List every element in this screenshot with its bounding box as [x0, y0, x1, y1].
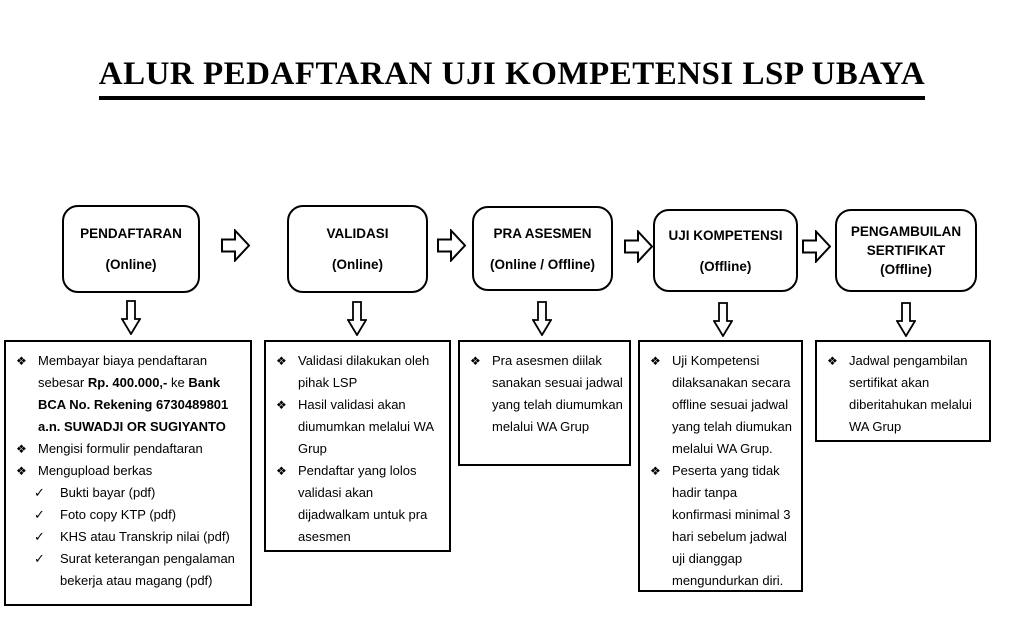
bullet-item: ❖ Hasil validasi akan diumumkan melalui … [272, 394, 445, 460]
detail-box-validasi: ❖ Validasi dilakukan oleh pihak LSP ❖ Ha… [264, 340, 451, 552]
stage-label: UJI KOMPETENSI [668, 227, 783, 243]
stage-label: PRA ASESMEN [493, 225, 592, 241]
diamond-bullet-icon: ❖ [650, 354, 661, 368]
stage-box-validasi: VALIDASI (Online) [287, 205, 428, 293]
bullet-item-text: Pra asesmen diilak sanakan sesuai jadwal… [492, 353, 623, 434]
down-arrow-icon [347, 301, 367, 336]
stage-mode-label: (Offline) [699, 258, 752, 274]
down-arrow-icon [532, 301, 552, 336]
diamond-bullet-icon: ❖ [276, 398, 287, 412]
stage-label: SERTIFIKAT [866, 243, 946, 258]
check-item: ✓ Foto copy KTP (pdf) [12, 504, 246, 526]
stage-mode-label: (Online) [332, 257, 383, 272]
bullet-item-text: Mengupload berkas [38, 463, 153, 478]
bullet-item-text: Validasi dilakukan oleh pihak LSP [298, 353, 430, 390]
page-title: ALUR PEDAFTARAN UJI KOMPETENSI LSP UBAYA [98, 56, 926, 100]
stage-mode-label: (Offline) [880, 262, 932, 277]
checkmark-icon: ✓ [34, 551, 45, 566]
bullet-item-text: Peserta yang tidak hadir tanpa konfirmas… [672, 463, 791, 588]
bullet-item: ❖ Mengupload berkas [12, 460, 246, 482]
stage-box-pengambilan-sertifikat: PENGAMBUILAN SERTIFIKAT (Offline) [835, 209, 977, 292]
stage-box-uji-kompetensi: UJI KOMPETENSI (Offline) [653, 209, 798, 292]
bullet-item: ❖ Jadwal pengambilan sertifikat akan dib… [823, 350, 985, 438]
flow-arrow-right-icon [221, 229, 250, 262]
title-row: ALUR PEDAFTARAN UJI KOMPETENSI LSP UBAYA [0, 56, 1024, 100]
diamond-bullet-icon: ❖ [16, 354, 27, 368]
diamond-bullet-icon: ❖ [827, 354, 838, 368]
detail-box-pengambilan-sertifikat: ❖ Jadwal pengambilan sertifikat akan dib… [815, 340, 991, 442]
stage-box-pendaftaran: PENDAFTARAN (Online) [62, 205, 200, 293]
diamond-bullet-icon: ❖ [276, 354, 287, 368]
check-item-text: KHS atau Transkrip nilai (pdf) [60, 529, 230, 544]
bullet-item: ❖ Pra asesmen diilak sanakan sesuai jadw… [466, 350, 625, 438]
diamond-bullet-icon: ❖ [276, 464, 287, 478]
diamond-bullet-icon: ❖ [16, 442, 27, 456]
bullet-item: ❖ Mengisi formulir pendaftaran [12, 438, 246, 460]
detail-box-pra-asesmen: ❖ Pra asesmen diilak sanakan sesuai jadw… [458, 340, 631, 466]
diamond-bullet-icon: ❖ [470, 354, 481, 368]
down-arrow-icon [713, 302, 733, 337]
checkmark-icon: ✓ [34, 485, 45, 500]
check-item: ✓ KHS atau Transkrip nilai (pdf) [12, 526, 246, 548]
diamond-bullet-icon: ❖ [650, 464, 661, 478]
bullet-item: ❖ Validasi dilakukan oleh pihak LSP [272, 350, 445, 394]
bullet-item: ❖ Pendaftar yang lolos validasi akan dij… [272, 460, 445, 548]
checkmark-icon: ✓ [34, 529, 45, 544]
checkmark-icon: ✓ [34, 507, 45, 522]
stage-box-pra-asesmen: PRA ASESMEN (Online / Offline) [472, 206, 613, 291]
detail-box-uji-kompetensi: ❖ Uji Kompetensi dilaksanakan secara off… [638, 340, 803, 592]
stage-label: VALIDASI [326, 226, 389, 241]
stage-label: PENDAFTARAN [80, 226, 182, 241]
down-arrow-icon [121, 300, 141, 335]
diamond-bullet-icon: ❖ [16, 464, 27, 478]
check-item: ✓ Surat keterangan pengalaman bekerja at… [12, 548, 246, 592]
check-item: ✓ Bukti bayar (pdf) [12, 482, 246, 504]
bullet-item-text: Uji Kompetensi dilaksanakan secara offli… [672, 353, 792, 456]
down-arrow-icon [896, 302, 916, 337]
bullet-item-text: Pendaftar yang lolos validasi akan dijad… [298, 463, 428, 544]
bullet-item: ❖ Membayar biaya pendaftaran sebesar Rp.… [12, 350, 246, 438]
bullet-item: ❖ Uji Kompetensi dilaksanakan secara off… [646, 350, 797, 460]
flow-arrow-right-icon [437, 229, 466, 262]
bullet-item-text: Jadwal pengambilan sertifikat akan diber… [849, 353, 972, 434]
check-item-text: Surat keterangan pengalaman bekerja atau… [60, 551, 235, 588]
stage-mode-label: (Online / Offline) [490, 256, 595, 272]
detail-box-pendaftaran: ❖ Membayar biaya pendaftaran sebesar Rp.… [4, 340, 252, 606]
stage-mode-label: (Online) [105, 257, 157, 272]
flow-arrow-right-icon [802, 230, 831, 263]
bullet-item-text: Mengisi formulir pendaftaran [38, 441, 203, 456]
bullet-item-text: Membayar biaya pendaftaran sebesar Rp. 4… [38, 353, 229, 434]
stage-label: PENGAMBUILAN [850, 224, 962, 239]
bullet-item: ❖ Peserta yang tidak hadir tanpa konfirm… [646, 460, 797, 592]
check-item-text: Bukti bayar (pdf) [60, 485, 156, 500]
flow-arrow-right-icon [624, 230, 653, 263]
check-item-text: Foto copy KTP (pdf) [60, 507, 177, 522]
bullet-item-text: Hasil validasi akan diumumkan melalui WA… [298, 397, 434, 456]
